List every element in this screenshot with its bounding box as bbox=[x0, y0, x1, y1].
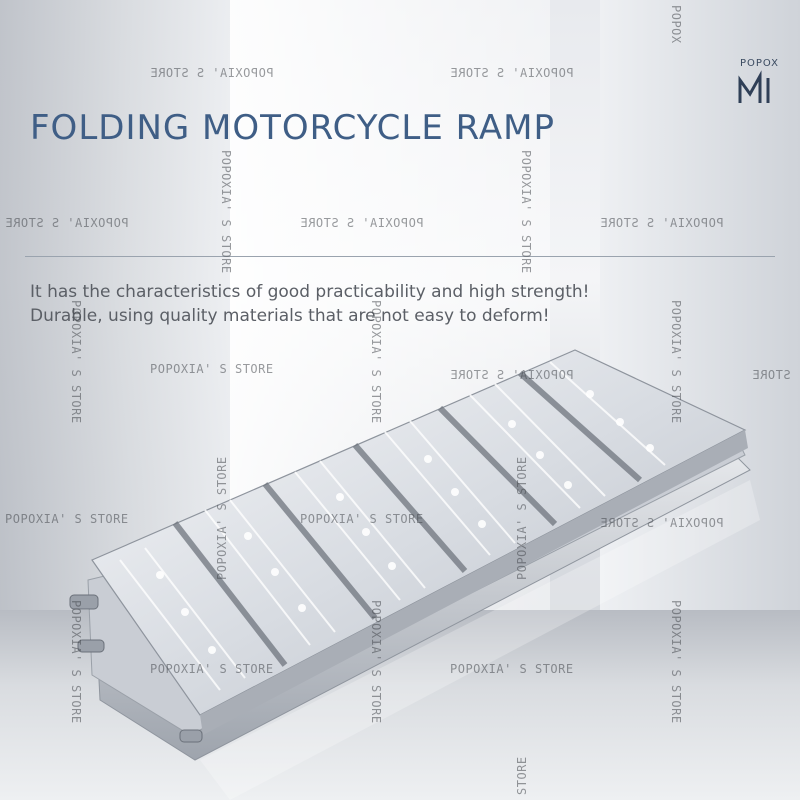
watermark: POPOXIA' S STORE bbox=[600, 216, 724, 230]
watermark: POPOXIA' S STORE bbox=[300, 216, 424, 230]
watermark: POPOXIA' S STORE bbox=[450, 368, 574, 382]
watermark-vertical: POPOXIA' S STORE bbox=[215, 456, 229, 580]
watermark-vertical: POPOXIA' S STORE bbox=[69, 600, 83, 724]
section-divider bbox=[25, 256, 775, 257]
watermark-vertical: POPOXIA' S STORE bbox=[369, 600, 383, 724]
brand-logo-icon bbox=[738, 70, 770, 103]
ramp-slats bbox=[119, 361, 666, 691]
ramp-side-rail bbox=[200, 430, 748, 735]
product-description: It has the characteristics of good pract… bbox=[30, 280, 770, 328]
watermark-vertical: POPOXIA' S STORE bbox=[669, 300, 683, 424]
watermark: POPOXIA' S STORE bbox=[600, 516, 724, 530]
watermark: POPOXIA' S STORE bbox=[300, 512, 424, 526]
watermark: POPOXIA' S STORE bbox=[5, 512, 129, 526]
watermark: POPOXIA' S STORE bbox=[450, 662, 574, 676]
brand-logo-text: POPOX bbox=[740, 58, 780, 69]
watermark-vertical: POPOXIA' S STORE bbox=[515, 456, 529, 580]
watermark-vertical: POPOX bbox=[669, 5, 683, 44]
ramp-crossbars bbox=[172, 370, 642, 667]
watermark: POPOXIA' S STORE bbox=[5, 216, 129, 230]
watermark-vertical: STORE bbox=[515, 756, 529, 795]
watermark-vertical: POPOXIA' S STORE bbox=[369, 300, 383, 424]
description-line-2: Durable, using quality materials that ar… bbox=[30, 306, 550, 326]
ramp-reflection bbox=[200, 480, 760, 800]
watermark-vertical: POPOXIA' S STORE bbox=[669, 600, 683, 724]
watermark-vertical: POPOXIA' S STORE bbox=[519, 150, 533, 274]
description-line-1: It has the characteristics of good pract… bbox=[30, 282, 590, 302]
watermark: STORE bbox=[752, 368, 791, 382]
ramp-hinges bbox=[69, 594, 203, 743]
watermark: POPOXIA' S STORE bbox=[450, 66, 574, 80]
watermark-vertical: POPOXIA' S STORE bbox=[69, 300, 83, 424]
ramp-grip-dots bbox=[156, 390, 654, 654]
watermark: POPOXIA' S STORE bbox=[150, 662, 274, 676]
watermark-vertical: POPOXIA' S STORE bbox=[219, 150, 233, 274]
page-title: FOLDING MOTORCYCLE RAMP bbox=[30, 108, 555, 148]
watermark: POPOXIA' S STORE bbox=[150, 362, 274, 376]
watermark: POPOXIA' S STORE bbox=[150, 66, 274, 80]
